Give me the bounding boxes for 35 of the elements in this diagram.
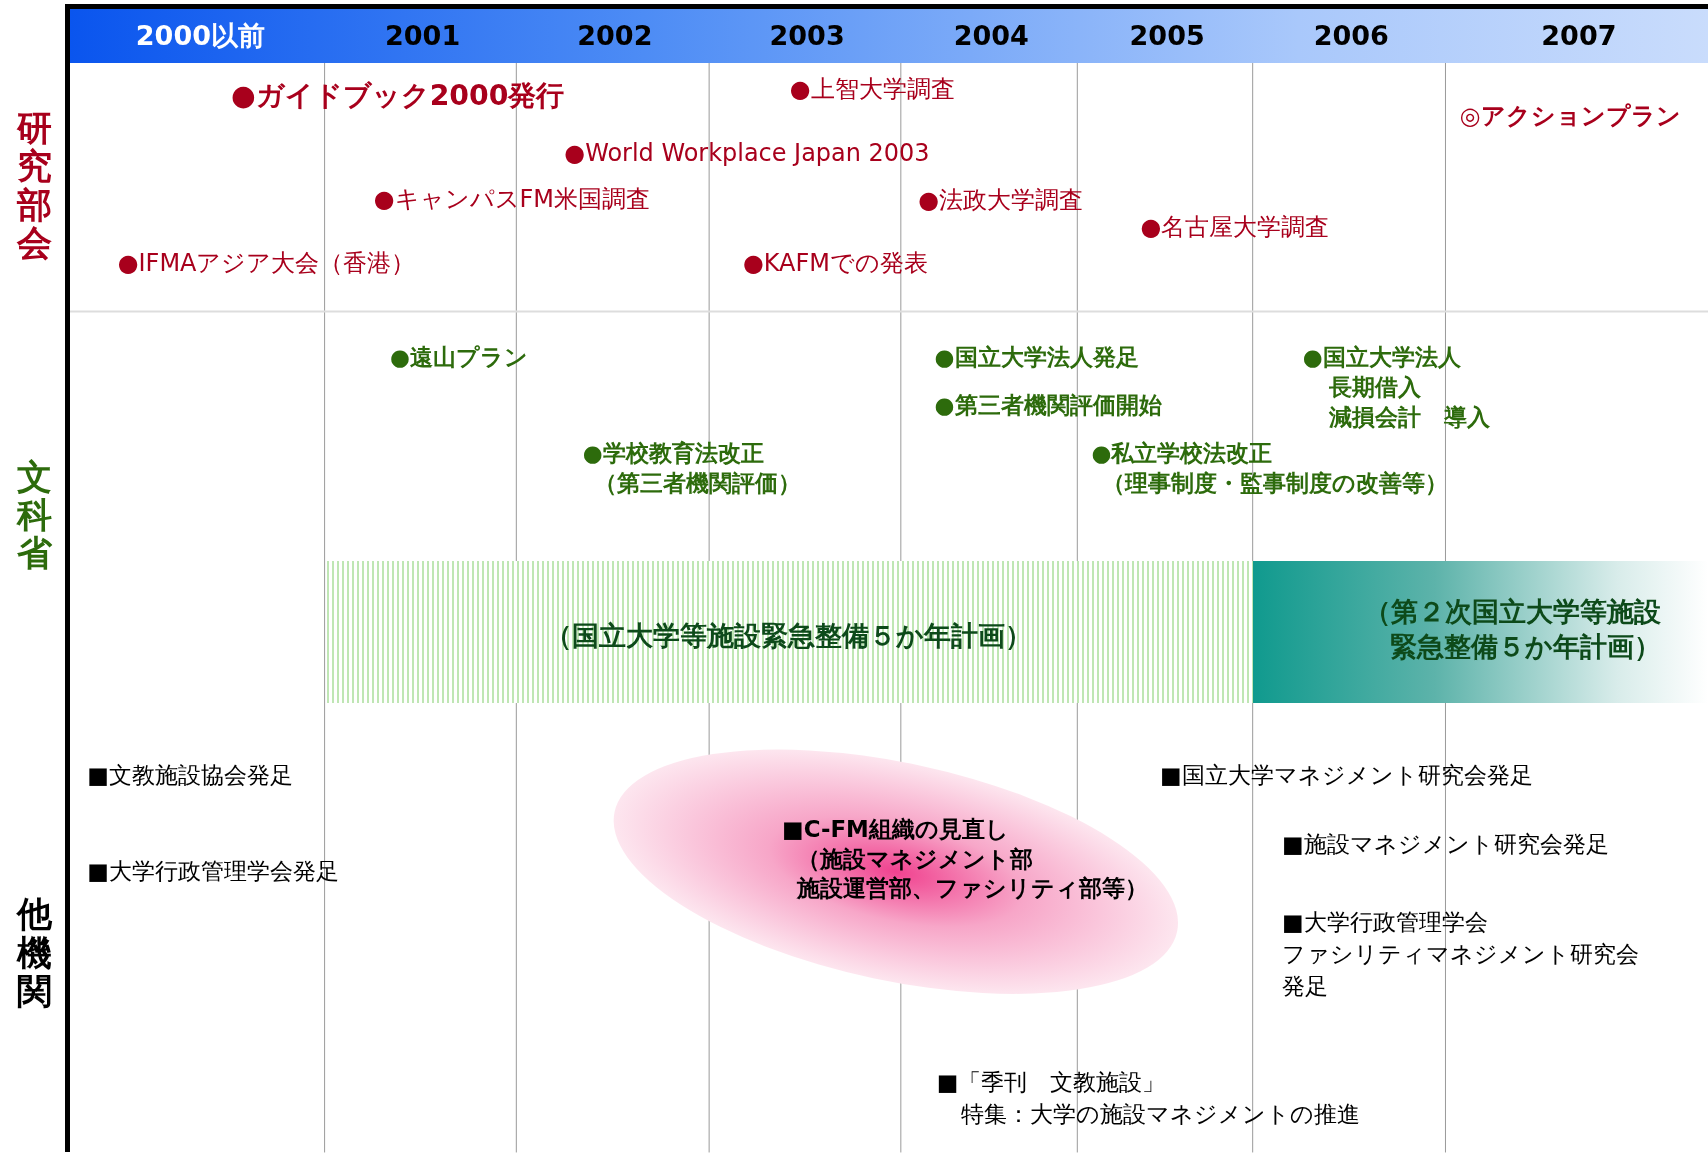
row-heading: 研究部会 — [15, 108, 53, 263]
event-label: ●IFMAアジア大会（香港） — [117, 248, 416, 280]
event-label: ●学校教育法改正（第三者機関評価） — [582, 438, 801, 498]
event-label: ●名古屋大学調査 — [1140, 212, 1330, 244]
event-label: ●遠山プラン — [389, 343, 528, 373]
year-label: 2004 — [952, 19, 1030, 54]
event-label: ●法政大学調査 — [918, 185, 1084, 217]
year-label: 2000以前 — [134, 18, 266, 53]
year-label: 2003 — [768, 19, 846, 54]
band-label: （第２次国立大学等施設緊急整備５か年計画） — [1363, 594, 1661, 665]
event-label: ●World Workplace Japan 2003 — [564, 138, 930, 170]
event-label: ●国立大学法人発足 — [934, 343, 1139, 373]
event-label: ●KAFMでの発表 — [742, 248, 928, 280]
year-label: 2002 — [576, 19, 654, 54]
event-label: ■C-FM組織の見直し（施設マネジメント部施設運営部、ファシリティ部等） — [782, 814, 1149, 904]
year-label: 2006 — [1312, 19, 1390, 54]
event-label: ◎アクションプラン — [1459, 101, 1681, 133]
event-label: ●私立学校法改正（理事制度・監事制度の改善等） — [1091, 438, 1449, 498]
event-label: ■施設マネジメント研究会発足 — [1282, 830, 1609, 860]
event-label: ●上智大学調査 — [789, 74, 955, 106]
year-label: 2001 — [384, 19, 462, 54]
event-label: ●キャンパスFM米国調査 — [373, 184, 650, 216]
event-label: ■「季刊 文教施設」特集：大学の施設マネジメントの推進 — [936, 1068, 1360, 1130]
year-label: 2005 — [1128, 19, 1206, 54]
band-label: （国立大学等施設緊急整備５か年計画） — [544, 618, 1032, 653]
row-heading: 他機関 — [15, 895, 53, 1011]
year-label: 2007 — [1540, 19, 1618, 54]
event-label: ■文教施設協会発足 — [87, 761, 293, 791]
event-label: ■国立大学マネジメント研究会発足 — [1160, 761, 1533, 791]
event-label: ●ガイドブック2000発行 — [230, 78, 565, 115]
event-label: ■大学行政管理学会発足 — [87, 857, 339, 887]
event-label: ●第三者機関評価開始 — [934, 391, 1162, 421]
row-heading: 文科省 — [15, 457, 53, 573]
event-label: ■大学行政管理学会ファシリティマネジメント研究会発足 — [1282, 908, 1640, 1002]
event-label: ●国立大学法人長期借入減損会計 導入 — [1302, 343, 1490, 432]
